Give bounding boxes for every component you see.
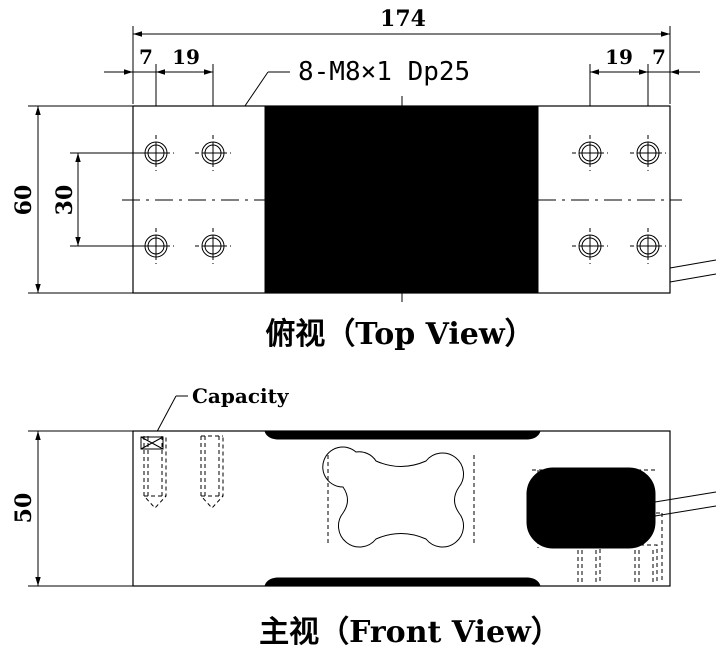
mounting-hole-icon <box>630 228 666 264</box>
top-view: 174 7 19 19 7 8-M8×1 Dp25 <box>11 6 717 352</box>
front-view-top-recess <box>264 430 541 440</box>
dimension-total-length: 174 <box>132 6 671 104</box>
capacity-callout: Capacity <box>151 384 290 442</box>
dimension-60-label: 60 <box>11 185 37 216</box>
dimension-height-top: 60 <box>11 105 133 294</box>
dimension-174-label: 174 <box>380 6 426 32</box>
front-view-binocular-hole <box>322 446 475 548</box>
dimension-7-left-label: 7 <box>139 45 153 69</box>
mounting-hole-icon <box>195 135 231 171</box>
dimension-19-left-label: 19 <box>172 45 200 69</box>
top-view-title: 俯视（Top View） <box>265 317 534 352</box>
front-view-threaded-holes <box>143 435 224 509</box>
front-view-cable-gland <box>526 467 656 549</box>
dimension-19-right-label: 19 <box>605 45 633 69</box>
capacity-label: Capacity <box>192 384 290 408</box>
front-view-cable <box>654 491 717 517</box>
mounting-hole-icon <box>630 135 666 171</box>
mounting-hole-icon <box>195 228 231 264</box>
top-view-strain-gauge-cover <box>264 106 539 293</box>
hole-spec-label: 8-M8×1 Dp25 <box>298 57 470 87</box>
front-view-threaded-holes-right <box>577 512 663 582</box>
front-view-bottom-recess <box>264 577 541 587</box>
dimension-7-right-label: 7 <box>652 45 666 69</box>
mounting-hole-icon <box>572 135 608 171</box>
capacity-mark-icon <box>140 436 164 450</box>
front-view: Capacity <box>11 384 717 650</box>
dimension-50-label: 50 <box>11 493 37 524</box>
mounting-hole-icon <box>572 228 608 264</box>
dimension-height-front: 50 <box>11 430 133 587</box>
dimension-hole-spacing: 30 <box>52 152 150 247</box>
front-view-title: 主视（Front View） <box>259 615 561 650</box>
top-view-cable <box>669 259 717 283</box>
dimension-30-label: 30 <box>52 185 78 216</box>
